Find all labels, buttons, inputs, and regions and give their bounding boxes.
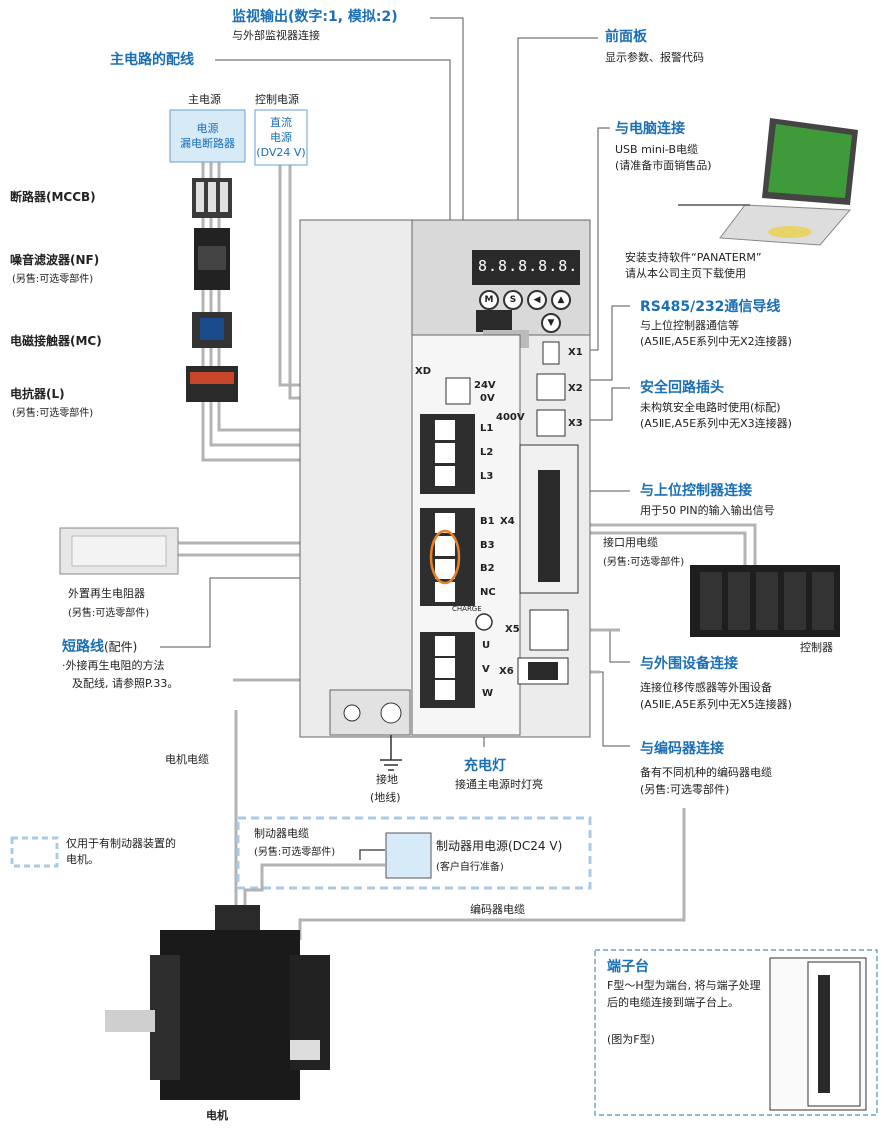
brake-cable-note: (另售:可选零部件) xyxy=(254,847,336,858)
up-button[interactable]: ▲ xyxy=(551,290,571,310)
terminal-block-note: (图为F型) xyxy=(607,1033,655,1046)
rs485-desc-2: (A5ⅡE,A5E系列中无X2连接器) xyxy=(640,335,792,348)
down-button[interactable]: ▼ xyxy=(541,313,561,333)
brake-cable-label: 制动器电缆 xyxy=(254,827,309,840)
ground-sub: (地线) xyxy=(370,791,401,804)
safety-desc-1: 未构筑安全电路时使用(标配) xyxy=(640,401,781,414)
pc-connection-desc-1: USB mini-B电缆 xyxy=(615,143,698,156)
motor-label: 电机 xyxy=(206,1109,228,1122)
pc-connection-desc-2: (请准备市面销售品) xyxy=(615,159,712,172)
main-power-label: 主电源 xyxy=(188,93,221,106)
host-connection-desc: 用于50 PIN的输入输出信号 xyxy=(640,504,775,517)
connector-x5: X5 xyxy=(505,624,520,635)
v400-label: 400V xyxy=(496,412,525,423)
connector-x4: X4 xyxy=(500,516,515,527)
charge-lamp-title: 充电灯 xyxy=(464,758,506,774)
terminal-b1: B1 xyxy=(480,516,495,527)
peripheral-title: 与外围设备连接 xyxy=(640,656,738,672)
software-note-1: 安装支持软件“PANATERM” xyxy=(625,251,762,264)
motor-cable-label: 电机电缆 xyxy=(165,753,209,766)
terminal-b2: B2 xyxy=(480,563,495,574)
brake-note-2: 电机。 xyxy=(66,853,99,866)
pc-connection-title: 与电脑连接 xyxy=(615,121,685,137)
encoder-connection-desc-2: (另售:可选零部件) xyxy=(640,783,730,796)
connector-x1: X1 xyxy=(568,347,583,358)
mccb-label: 断路器(MCCB) xyxy=(10,190,96,204)
reactor-note: (另售:可选零部件) xyxy=(12,408,94,419)
short-wire-desc-2: 及配线, 请参照P.33。 xyxy=(72,677,179,690)
terminal-u: U xyxy=(482,640,491,651)
monitor-output-desc: 与外部监视器连接 xyxy=(232,29,320,42)
regen-resistor-label: 外置再生电阻器 xyxy=(68,587,145,600)
leakage-breaker-box: 电源漏电断路器 xyxy=(180,122,235,150)
host-connection-title: 与上位控制器连接 xyxy=(640,483,752,499)
set-button[interactable]: S xyxy=(503,290,523,310)
peripheral-desc-2: (A5ⅡE,A5E系列中无X5连接器) xyxy=(640,698,792,711)
reactor-label: 电抗器(L) xyxy=(10,387,65,401)
v0-label: 0V xyxy=(480,393,495,404)
monitor-output-title: 监视输出(数字:1, 模拟:2) xyxy=(232,9,398,25)
interface-cable-note: (另售:可选零部件) xyxy=(603,557,685,568)
short-wire-desc-1: ·外接再生电阻的方法 xyxy=(62,659,165,672)
main-circuit-title: 主电路的配线 xyxy=(110,52,194,68)
charge-panel-text: CHARGE xyxy=(452,605,482,613)
noise-filter-note: (另售:可选零部件) xyxy=(12,274,94,285)
safety-title: 安全回路插头 xyxy=(640,380,724,396)
terminal-l2: L2 xyxy=(480,447,494,458)
peripheral-desc-1: 连接位移传感器等外围设备 xyxy=(640,681,772,694)
laptop-icon xyxy=(719,118,858,246)
front-panel-desc: 显示参数、报警代码 xyxy=(605,51,704,64)
seven-segment-display: 8.8.8.8.8. xyxy=(478,257,579,275)
connector-x6: X6 xyxy=(499,666,514,677)
connector-x3: X3 xyxy=(568,418,583,429)
short-wire-title: 短路线(配件) xyxy=(62,639,138,655)
brake-power-label: 制动器用电源(DC24 V) xyxy=(436,839,563,853)
control-power-label: 控制电源 xyxy=(255,93,299,106)
brake-note-1: 仅用于有制动器装置的 xyxy=(66,837,176,850)
xd-label: XD xyxy=(415,366,432,377)
encoder-connection-desc-1: 备有不同机种的编码器电缆 xyxy=(640,766,772,779)
terminal-v: V xyxy=(482,664,490,675)
charge-lamp-desc: 接通主电源时灯亮 xyxy=(455,778,543,791)
terminal-l1: L1 xyxy=(480,423,494,434)
interface-cable-label: 接口用电缆 xyxy=(603,536,658,549)
front-panel-title: 前面板 xyxy=(605,29,647,45)
encoder-cable-label: 编码器电缆 xyxy=(470,903,525,916)
brake-power-note: (客户自行准备) xyxy=(436,862,504,873)
encoder-connection-title: 与编码器连接 xyxy=(640,741,724,757)
regen-resistor-note: (另售:可选零部件) xyxy=(68,608,150,619)
terminal-b3: B3 xyxy=(480,540,495,551)
rs485-title: RS485/232通信导线 xyxy=(640,299,781,315)
terminal-nc: NC xyxy=(480,587,496,598)
shift-button[interactable]: ◀ xyxy=(527,290,547,310)
terminal-block-desc: F型～H型为端台, 将与端子处理后的电缆连接到端子台上。 xyxy=(607,979,761,1009)
software-note-2: 请从本公司主页下载使用 xyxy=(625,267,746,280)
servo-motor-icon xyxy=(105,905,330,1100)
rs485-desc-1: 与上位控制器通信等 xyxy=(640,319,739,332)
ground-label: 接地 xyxy=(376,773,398,786)
terminal-l3: L3 xyxy=(480,471,494,482)
terminal-w: W xyxy=(482,688,494,699)
terminal-block-title: 端子台 xyxy=(607,959,649,975)
dc-power-box: 直流电源(DV24 V) xyxy=(256,116,306,159)
controller-label: 控制器 xyxy=(800,641,833,654)
safety-desc-2: (A5ⅡE,A5E系列中无X3连接器) xyxy=(640,417,792,430)
v24-label: 24V xyxy=(474,380,496,391)
contactor-label: 电磁接触器(MC) xyxy=(10,334,102,348)
connector-x2: X2 xyxy=(568,383,583,394)
mode-button[interactable]: M xyxy=(479,290,499,310)
noise-filter-label: 噪音滤波器(NF) xyxy=(10,253,100,267)
